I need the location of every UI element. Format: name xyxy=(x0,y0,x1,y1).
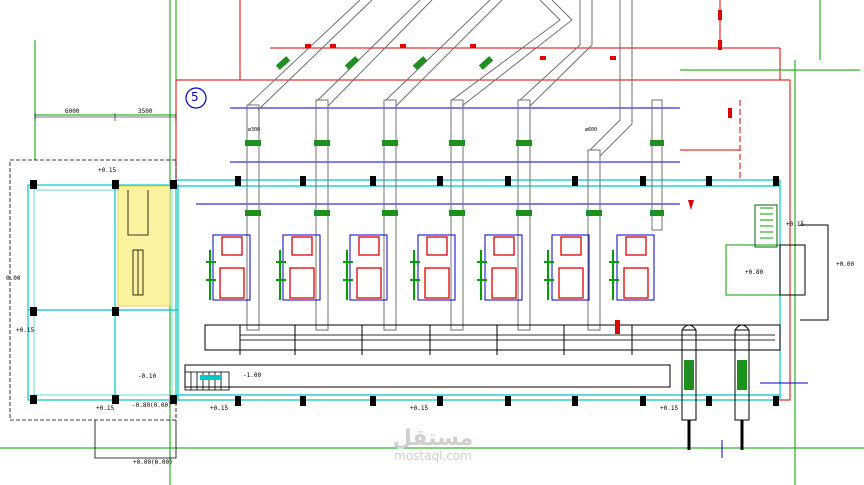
pump-unit xyxy=(410,234,456,301)
pump-unit xyxy=(609,234,655,301)
pump-unit xyxy=(477,234,523,301)
level-label: -0.10 xyxy=(138,373,157,380)
pump-unit xyxy=(544,234,590,301)
level-label: +0.15 xyxy=(786,221,805,228)
pump-unit xyxy=(276,234,321,301)
column-markers xyxy=(30,176,779,406)
level-label: 0.00 xyxy=(6,275,21,282)
red-markers xyxy=(305,10,732,334)
lower-outline xyxy=(94,420,177,459)
level-label: +0.80 xyxy=(745,269,764,276)
level-label: -0.80(0.00) xyxy=(132,402,172,409)
level-label: +0.15 xyxy=(98,167,117,174)
level-label: +0.00 xyxy=(836,261,855,268)
level-label: +0.15 xyxy=(96,405,115,412)
left-annex xyxy=(9,159,179,421)
pump-unit xyxy=(343,234,388,301)
level-label: +0.15 xyxy=(16,327,35,334)
watermark: مستقل mostaql.com xyxy=(378,426,488,463)
blue-lines xyxy=(196,107,680,205)
level-label: +0.00(0.00) xyxy=(133,459,173,466)
level-label: -1.00 xyxy=(243,372,262,379)
dim-label-3500: 3500 xyxy=(138,108,153,115)
level-label: +0.15 xyxy=(410,405,429,412)
pump-units xyxy=(206,234,655,301)
dimension-line xyxy=(34,113,177,121)
watermark-arabic: مستقل xyxy=(392,426,474,451)
outlet-branches xyxy=(681,324,808,458)
pump-unit xyxy=(206,234,251,301)
suction-pipes xyxy=(247,0,633,157)
level-label: +0.15 xyxy=(210,405,229,412)
section-marker-circle xyxy=(185,87,207,109)
dim-label-6000: 6000 xyxy=(65,108,80,115)
right-room xyxy=(725,204,829,321)
level-label: +0.15 xyxy=(660,405,679,412)
pipe-couplings xyxy=(245,56,664,216)
watermark-latin: mostaql.com xyxy=(394,449,472,463)
pipe-size-label: ø300 xyxy=(248,127,261,133)
stair xyxy=(184,371,230,391)
pipe-size-label: ø600 xyxy=(585,127,598,133)
section-marker-label: 5 xyxy=(191,90,199,104)
